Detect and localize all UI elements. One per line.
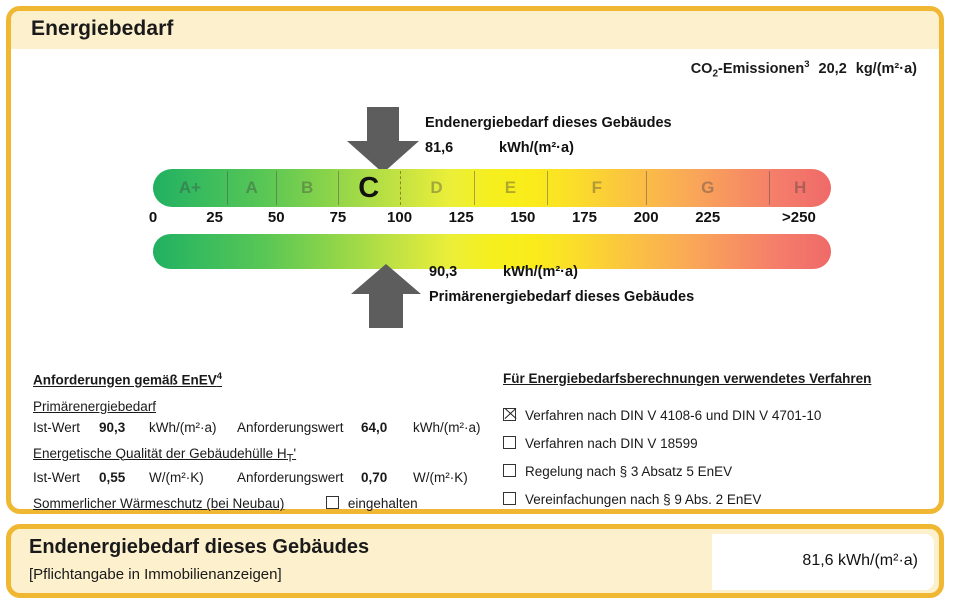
primaerenergie-scale-bar <box>153 234 831 269</box>
primaerenergie-marker-value: 90,3 <box>429 264 458 280</box>
primary-actual-unit: kWh/(m²·a) <box>149 419 217 435</box>
co2-footnote: 3 <box>804 59 810 70</box>
envelope-required-unit: W/(m²·K) <box>413 470 468 486</box>
requirements-title-text: Anforderungen gemäß EnEV <box>33 372 217 388</box>
endenergie-marker-value: 81,6 <box>425 140 454 156</box>
scale-segment-g: G <box>701 178 715 197</box>
checkbox-icon[interactable] <box>503 464 516 477</box>
method-option-row[interactable]: Verfahren nach DIN V 4108-6 und DIN V 47… <box>503 408 943 424</box>
energy-scale-ticks: 0 25 50 75 100 125 150 175 200 225 >250 <box>149 209 831 233</box>
scale-segment-h: H <box>794 178 807 197</box>
summer-protection-checkbox-label: eingehalten <box>347 496 418 512</box>
scale-divider <box>399 171 402 205</box>
page-title: Energiebedarf <box>31 17 174 40</box>
envelope-subtitle-text: Energetische Qualität der Gebäudehülle H <box>33 445 287 461</box>
scale-divider <box>276 171 278 205</box>
requirements-title-footnote: 4 <box>216 371 223 382</box>
envelope-actual-unit: W/(m²·K) <box>149 470 204 486</box>
scale-divider <box>226 171 228 205</box>
endenergie-marker-unit: kWh/(m²·a) <box>499 140 574 156</box>
scale-divider <box>473 171 475 205</box>
footer-subtitle: [Pflichtangabe in Immobilienanzeigen] <box>29 566 282 583</box>
primaerenergie-marker-unit: kWh/(m²·a) <box>503 264 578 280</box>
footer-title: Endenergiebedarf dieses Gebäudes <box>29 536 370 558</box>
primary-actual-label: Ist-Wert <box>33 419 80 435</box>
envelope-quality-subtitle: Energetische Qualität der Gebäudehülle H… <box>33 446 493 465</box>
envelope-required-value: 0,70 <box>361 470 388 486</box>
scale-divider <box>337 171 339 205</box>
scale-tick-200: 200 <box>633 209 659 226</box>
method-section: Für Energiebedarfsberechnungen verwendet… <box>503 371 943 520</box>
scale-divider <box>769 171 771 205</box>
energy-scale-bar: A+ A B C D E F G H <box>153 169 831 207</box>
scale-tick-75: 75 <box>329 209 347 226</box>
co2-emissions-line: CO2-Emissionen3 20,2 kg/(m²·a) <box>691 59 917 80</box>
envelope-actual-label: Ist-Wert <box>33 470 80 486</box>
primary-actual-value: 90,3 <box>99 419 126 435</box>
primary-demand-row: Ist-Wert 90,3 kWh/(m²·a) Anforderungswert 64… <box>33 419 493 437</box>
summer-protection-label: Sommerlicher Wärmeschutz (bei Neubau) <box>33 496 285 512</box>
co2-label-sub: 2 <box>712 68 719 80</box>
method-option-label: Verfahren nach DIN V 4108-6 und DIN V 47… <box>525 408 822 423</box>
endenergie-marker-label: Endenergiebedarf dieses Gebäudes <box>425 115 672 131</box>
footer-value-box: 81,6 kWh/(m²·a) <box>712 534 934 590</box>
co2-value: 20,2 <box>818 60 847 77</box>
co2-unit: kg/(m²·a) <box>855 60 917 77</box>
footer-value: 81,6 kWh/(m²·a) <box>802 552 918 569</box>
envelope-subtitle-tail: ' <box>293 445 297 461</box>
method-title: Für Energiebedarfsberechnungen verwendet… <box>503 371 872 386</box>
requirements-section: Anforderungen gemäß EnEV4 Primärenergieb… <box>33 371 493 511</box>
primaerenergie-marker-label: Primärenergiebedarf dieses Gebäudes <box>429 289 695 305</box>
scale-tick-100: 100 <box>387 209 413 226</box>
checkbox-checked-icon[interactable] <box>503 408 516 421</box>
mandatory-disclosure-panel: Endenergiebedarf dieses Gebäudes [Pflich… <box>6 524 944 598</box>
checkbox-icon[interactable] <box>503 436 516 449</box>
scale-segment-b: B <box>300 178 314 197</box>
scale-divider <box>646 171 648 205</box>
primaerenergie-marker-text: 90,3 kWh/(m²·a) Primärenergiebedarf diese… <box>429 264 694 305</box>
requirements-title: Anforderungen gemäß EnEV4 <box>33 371 493 388</box>
energy-demand-panel: Energiebedarf CO2-Emissionen3 20,2 kg/(m²·… <box>6 6 944 514</box>
envelope-required-label: Anforderungswert <box>237 470 344 486</box>
method-option-row[interactable]: Regelung nach § 3 Absatz 5 EnEV <box>503 464 943 480</box>
method-option-row[interactable]: Verfahren nach DIN V 18599 <box>503 436 943 452</box>
endenergie-marker-text: Endenergiebedarf dieses Gebäudes 81,6 kWh… <box>425 115 672 156</box>
scale-divider <box>547 171 549 205</box>
scale-tick-125: 125 <box>448 209 474 226</box>
scale-tick-0: 0 <box>148 209 158 226</box>
method-option-row[interactable]: Vereinfachungen nach § 9 Abs. 2 EnEV <box>503 492 943 508</box>
primary-required-unit: kWh/(m²·a) <box>413 419 481 435</box>
co2-label-rest: -Emissionen <box>718 60 805 77</box>
scale-segment-c: C <box>358 172 380 204</box>
scale-segment-d: D <box>430 178 443 197</box>
scale-tick-50: 50 <box>267 209 285 226</box>
scale-segment-f: F <box>591 178 602 197</box>
checkbox-icon[interactable] <box>503 492 516 505</box>
envelope-subtitle-sub: T <box>286 452 294 465</box>
scale-tick-gt250: >250 <box>782 209 816 226</box>
primary-demand-subtitle: Primärenergiebedarf <box>33 398 157 414</box>
scale-tick-25: 25 <box>206 209 223 226</box>
envelope-quality-row: Ist-Wert 0,55 W/(m²·K) Anforderungswert 0,70… <box>33 469 493 487</box>
method-option-label: Regelung nach § 3 Absatz 5 EnEV <box>525 464 733 479</box>
scale-segment-a: A <box>245 178 258 197</box>
scale-segment-aplus: A+ <box>178 178 202 197</box>
envelope-actual-value: 0,55 <box>99 470 126 486</box>
co2-label-main: CO <box>690 60 713 77</box>
method-options-list: Verfahren nach DIN V 4108-6 und DIN V 47… <box>503 408 943 508</box>
scale-tick-150: 150 <box>510 209 536 226</box>
primary-required-value: 64,0 <box>361 419 388 435</box>
endenergie-marker-arrow-icon <box>341 107 425 173</box>
scale-segment-e: E <box>504 178 517 197</box>
primaerenergie-marker-arrow-icon <box>347 264 425 328</box>
summer-protection-checkbox[interactable] <box>325 496 339 510</box>
summer-protection-row: Sommerlicher Wärmeschutz (bei Neubau) ei… <box>33 496 493 511</box>
energy-scale: A+ A B C D E F G H 0 25 50 75 100 125 150 175 200 225 >250 <box>149 169 831 269</box>
primary-required-label: Anforderungswert <box>237 419 344 435</box>
panel-header: Energiebedarf <box>11 11 939 49</box>
method-option-label: Verfahren nach DIN V 18599 <box>525 436 698 451</box>
scale-tick-225: 225 <box>695 209 721 226</box>
scale-tick-175: 175 <box>571 209 597 226</box>
method-option-label: Vereinfachungen nach § 9 Abs. 2 EnEV <box>525 492 762 507</box>
